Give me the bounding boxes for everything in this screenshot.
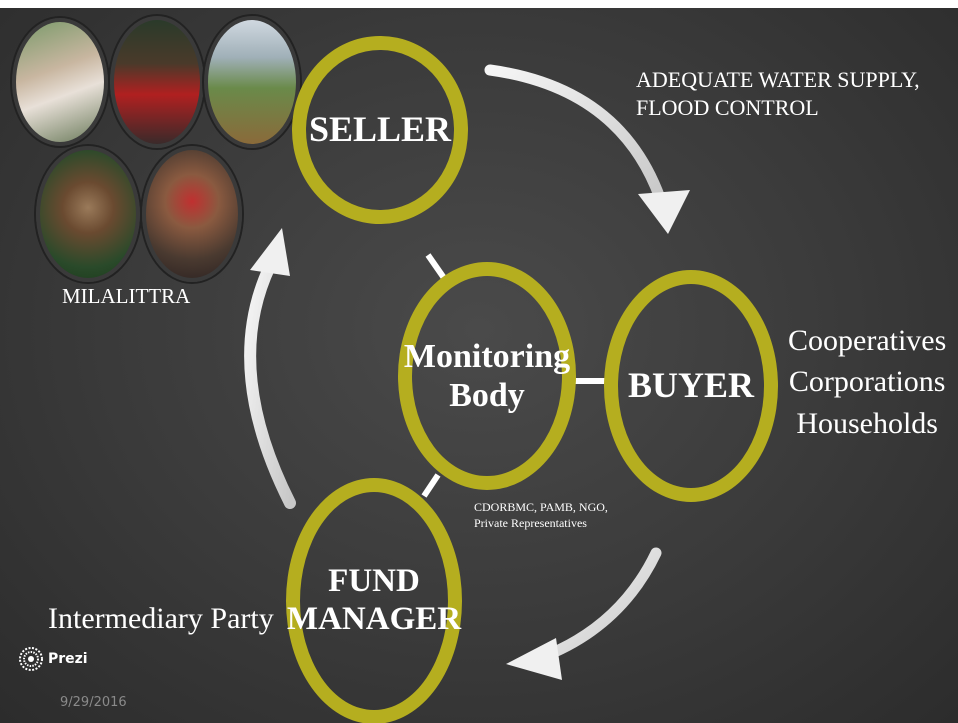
arrow-buyer-to-fund-manager bbox=[506, 547, 662, 680]
slide-canvas: MILALITTRA SELLER Monitoring Body BUYER … bbox=[0, 8, 958, 723]
service-label: ADEQUATE WATER SUPPLY, FLOOD CONTROL bbox=[636, 67, 920, 120]
photo-speaker bbox=[110, 16, 204, 148]
photo-farm-cattle bbox=[204, 16, 300, 148]
node-buyer-label: BUYER bbox=[627, 365, 755, 406]
monitoring-members-label: CDORBMC, PAMB, NGO, Private Representati… bbox=[474, 500, 608, 530]
node-fund-manager-label: FUND MANAGER bbox=[286, 563, 462, 637]
node-monitoring-body-label: Monitoring Body bbox=[403, 337, 571, 414]
photo-young-man bbox=[142, 146, 242, 282]
prezi-logo-icon bbox=[19, 647, 43, 671]
node-seller: SELLER bbox=[292, 36, 468, 224]
arrow-fund-manager-to-seller bbox=[244, 228, 296, 509]
node-seller-label: SELLER bbox=[308, 109, 452, 150]
arrow-seller-to-buyer bbox=[484, 64, 690, 234]
connector-monitoring-fund bbox=[421, 473, 441, 498]
node-monitoring-body: Monitoring Body bbox=[398, 262, 576, 490]
node-fund-manager: FUND MANAGER bbox=[286, 478, 462, 723]
slide-date: 9/29/2016 bbox=[60, 695, 127, 710]
connector-seller-monitoring bbox=[425, 253, 447, 280]
prezi-wordmark: Prezi bbox=[48, 651, 88, 667]
node-buyer: BUYER bbox=[604, 270, 778, 502]
intermediary-label: Intermediary Party bbox=[48, 602, 274, 635]
photo-community-group bbox=[12, 18, 108, 146]
diagram-connectors bbox=[244, 64, 690, 680]
prezi-brand: Prezi bbox=[18, 646, 88, 672]
photo-elder-man bbox=[36, 146, 140, 282]
buyer-types-label: Cooperatives Corporations Households bbox=[788, 324, 947, 440]
photo-group-label: MILALITTRA bbox=[62, 284, 191, 308]
